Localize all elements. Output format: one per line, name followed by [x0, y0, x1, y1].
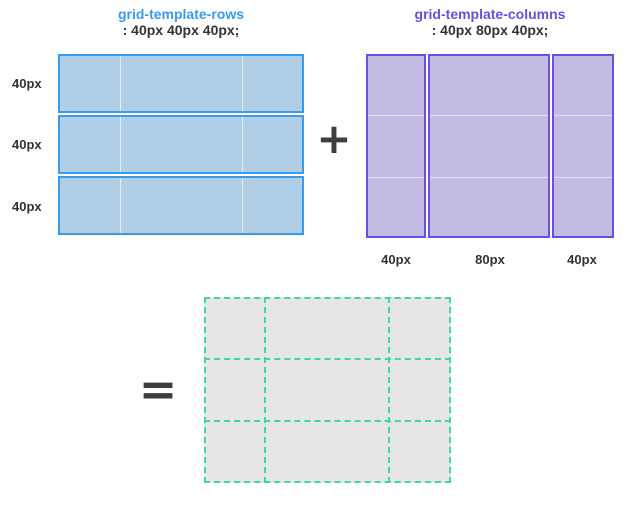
- columns-grid-illustration: [366, 54, 614, 238]
- columns-property-value: : 40px 80px 40px;: [431, 22, 549, 38]
- row-track-3: [58, 176, 304, 235]
- equals-operator: =: [138, 362, 178, 416]
- column-size-label-2: 80px: [475, 252, 505, 267]
- rows-property-name: grid-template-rows: [117, 6, 244, 22]
- row-size-label-1: 40px: [12, 76, 42, 91]
- rows-heading: grid-template-rows : 40px 40px 40px;: [58, 6, 304, 38]
- grid-line-horizontal-1: [204, 297, 451, 299]
- grid-line-vertical-2: [264, 297, 266, 483]
- grid-line-vertical-4: [449, 297, 451, 483]
- grid-line-horizontal-3: [204, 420, 451, 422]
- column-size-label-1: 40px: [381, 252, 411, 267]
- column-size-label-3: 40px: [567, 252, 597, 267]
- grid-line-vertical-3: [388, 297, 390, 483]
- columns-property-name: grid-template-columns: [414, 6, 566, 22]
- rows-grid-illustration: [58, 54, 304, 237]
- row-size-label-2: 40px: [12, 137, 42, 152]
- row-track-1: [58, 54, 304, 113]
- row-size-label-3: 40px: [12, 199, 42, 214]
- grid-line-horizontal-4: [204, 481, 451, 483]
- columns-heading: grid-template-columns : 40px 80px 40px;: [366, 6, 614, 38]
- result-grid-illustration: [204, 297, 451, 483]
- plus-operator: +: [316, 114, 352, 163]
- grid-line-vertical-1: [204, 297, 206, 483]
- grid-line-horizontal-2: [204, 358, 451, 360]
- row-track-2: [58, 115, 304, 174]
- column-track-1: [366, 54, 426, 238]
- column-track-3: [552, 54, 614, 238]
- column-track-2: [428, 54, 550, 238]
- rows-property-value: : 40px 40px 40px;: [122, 22, 240, 38]
